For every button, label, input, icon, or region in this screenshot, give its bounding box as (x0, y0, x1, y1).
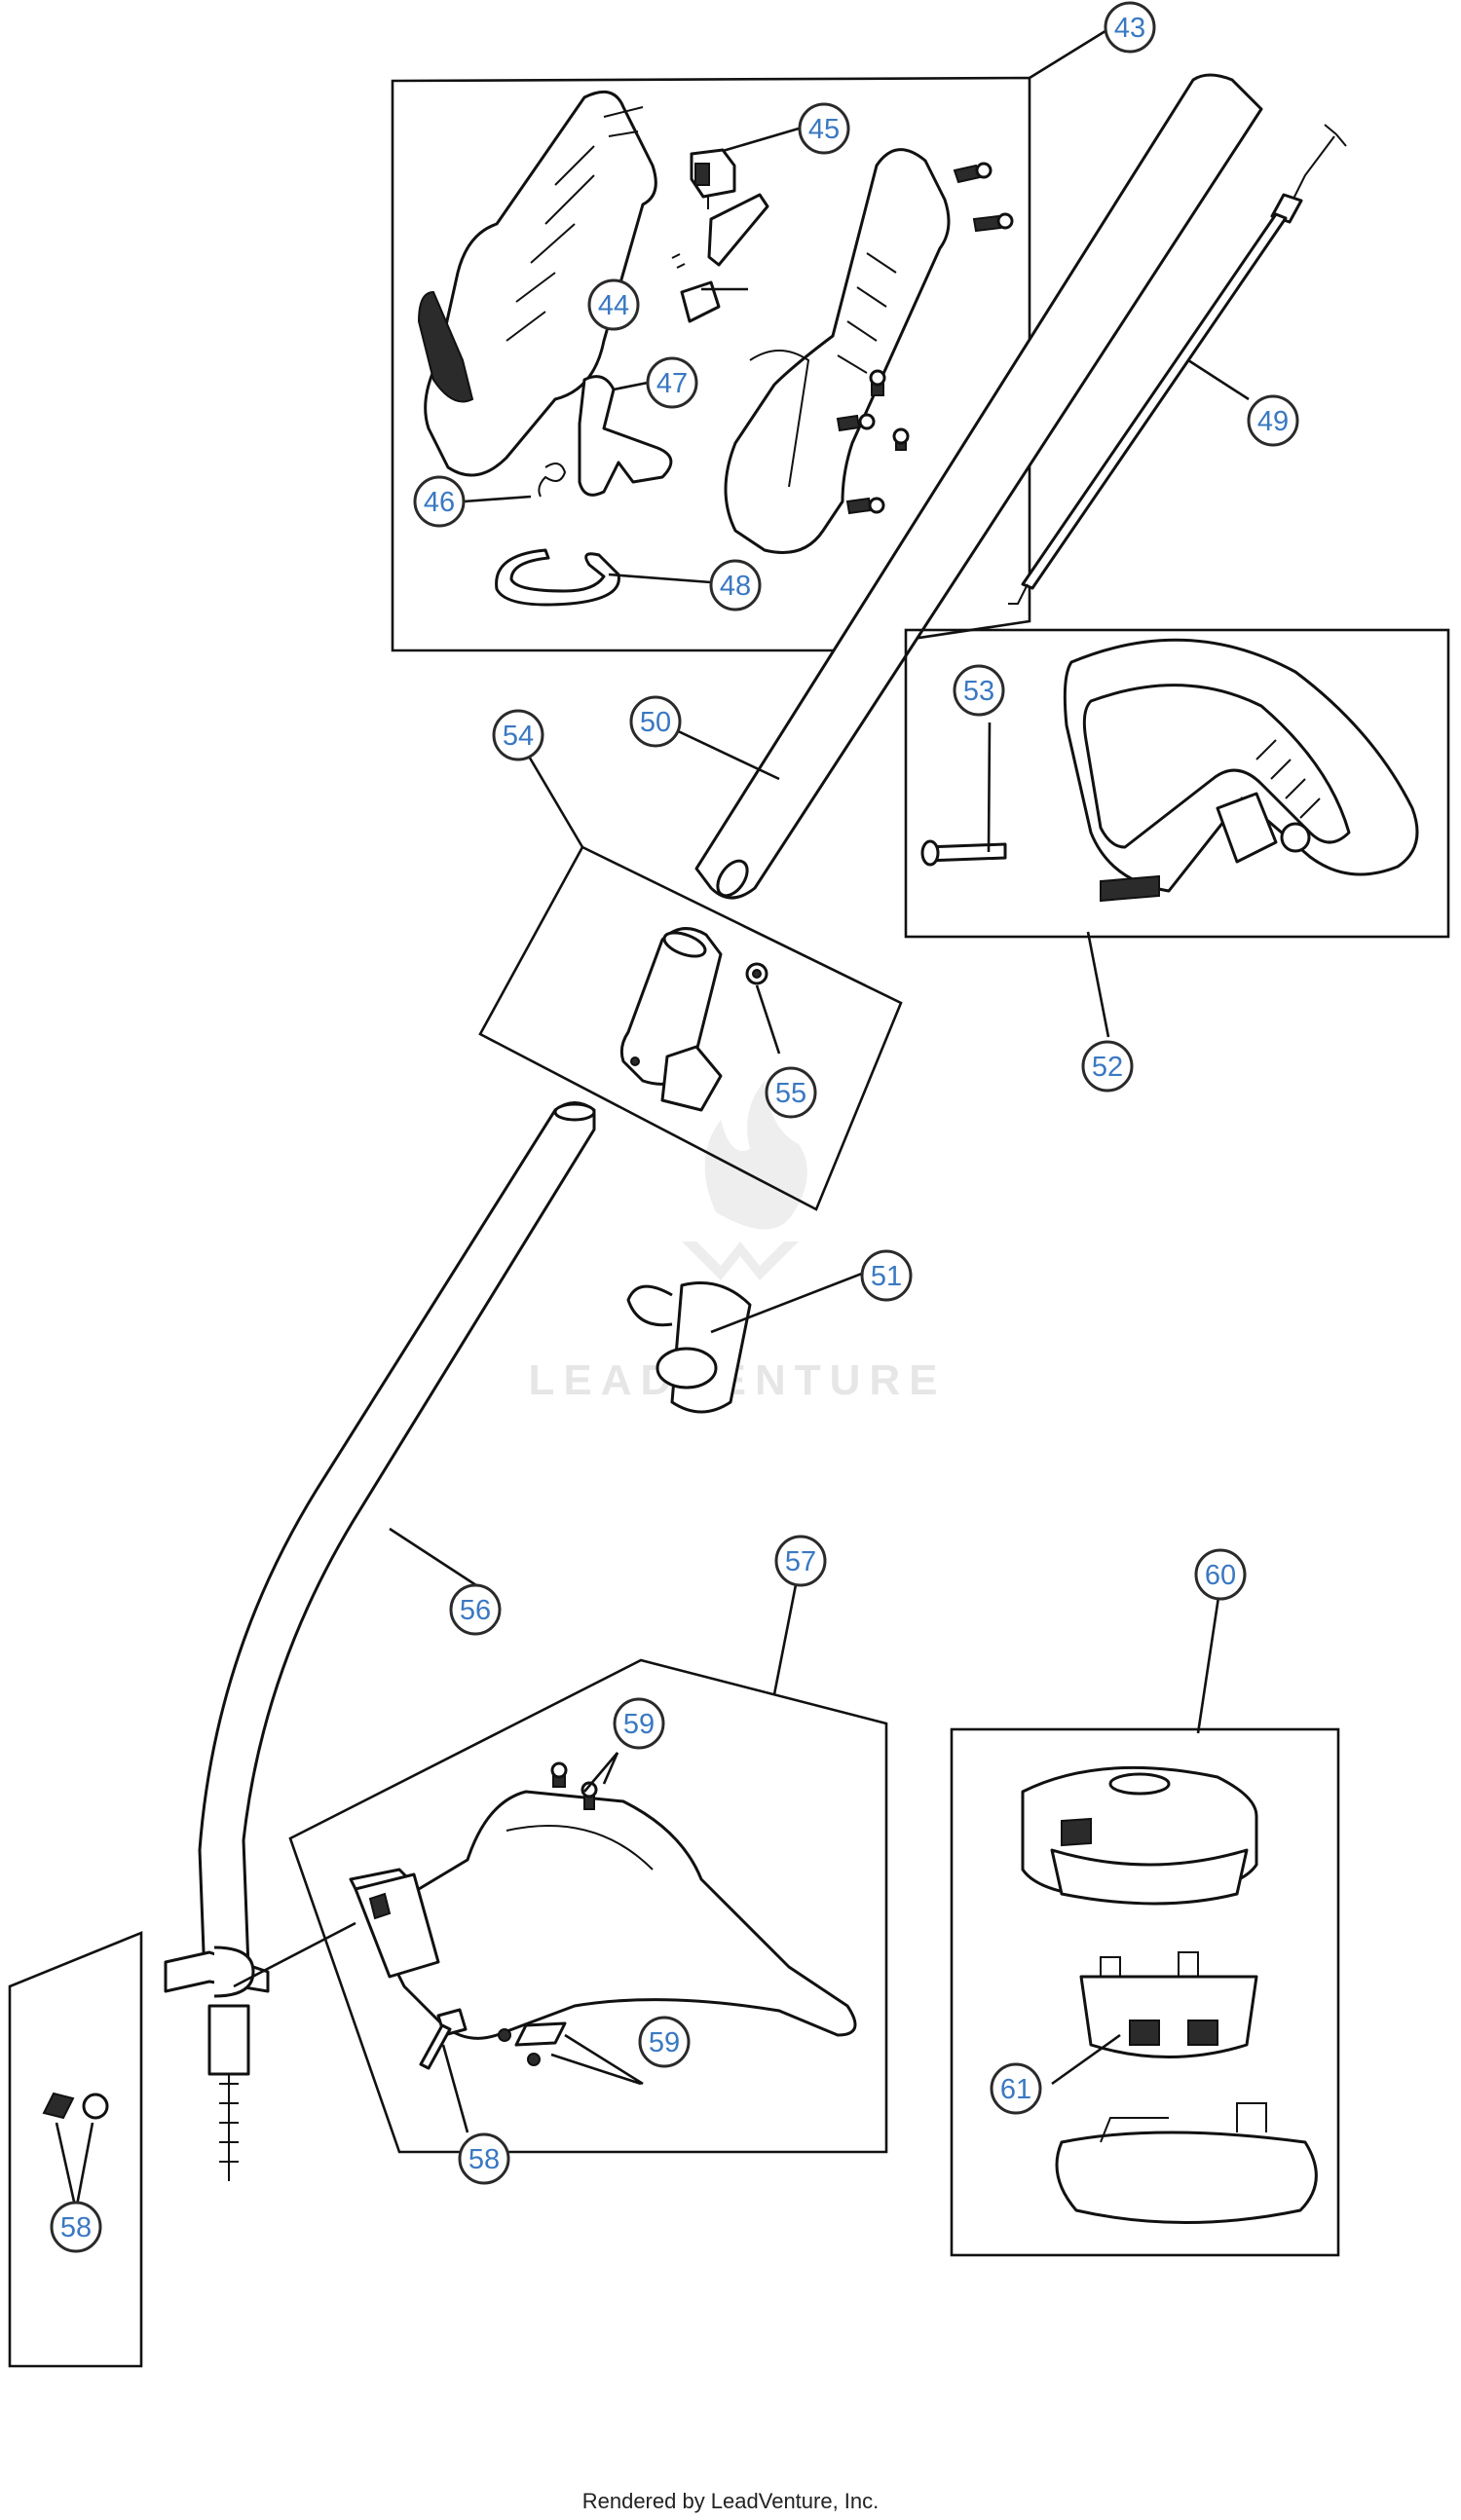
callout-51-label: 51 (871, 1261, 902, 1292)
callout-57: 57 (774, 1535, 827, 1587)
coupler-part (619, 927, 723, 1112)
callout-50: 50 (629, 695, 682, 748)
callout-58-left-label: 58 (60, 2212, 92, 2243)
callout-53-label: 53 (963, 676, 994, 707)
callout-47: 47 (646, 356, 698, 409)
housing-screws (836, 162, 1014, 515)
assist-handle-part (1063, 638, 1419, 903)
callout-43: 43 (1104, 1, 1156, 54)
callout-58-right-label: 58 (468, 2144, 500, 2175)
callout-58-left: 58 (50, 2201, 102, 2253)
callout-52-label: 52 (1092, 1052, 1123, 1083)
trigger-part (578, 375, 673, 497)
coupler-nut-part (745, 962, 768, 985)
render-credit-footer: Rendered by LeadVenture, Inc. (581, 2489, 880, 2513)
clip-ring-part (495, 548, 620, 607)
callout-49-label: 49 (1257, 406, 1289, 437)
debris-guard-part (349, 1790, 857, 2040)
callout-58-right: 58 (458, 2132, 510, 2185)
callout-45-label: 45 (808, 114, 840, 145)
upper-shaft-part (694, 73, 1263, 900)
clamp-box (8, 1931, 143, 2368)
trigger-lock-part (671, 193, 769, 323)
callout-44: 44 (587, 278, 640, 331)
callout-61-label: 61 (1000, 2074, 1031, 2105)
housing-left-half (417, 90, 657, 477)
guard-group-box (288, 1658, 888, 2154)
trimmer-head-cap-part (1021, 1765, 1258, 1906)
callout-53: 53 (953, 664, 1005, 717)
callout-51: 51 (860, 1249, 913, 1302)
head-base-cover-part (1055, 2102, 1318, 2224)
carriage-bolt-part (419, 2008, 468, 2070)
callout-59-bottom: 59 (638, 2016, 691, 2068)
callout-56: 56 (449, 1583, 502, 1636)
callout-59-top: 59 (613, 1697, 665, 1750)
callout-50-label: 50 (640, 707, 671, 738)
lower-shaft-part (198, 1101, 596, 2181)
handle-housing-group-box (391, 76, 1031, 652)
callout-44-label: 44 (598, 290, 629, 321)
callout-59-bottom-label: 59 (649, 2027, 680, 2058)
callout-43-label: 43 (1114, 13, 1145, 44)
callout-52: 52 (1081, 1040, 1134, 1093)
callout-55: 55 (765, 1066, 817, 1119)
shaft-sleeve-part (626, 1281, 752, 1414)
callout-61: 61 (990, 2062, 1042, 2115)
spring-part (538, 463, 567, 498)
callout-46-label: 46 (424, 487, 455, 518)
throttle-cable-part (1008, 124, 1347, 605)
callout-48: 48 (709, 559, 762, 611)
callout-47-label: 47 (656, 368, 688, 399)
callout-55-label: 55 (775, 1078, 806, 1109)
trimmer-head-box (950, 1727, 1340, 2257)
callout-49: 49 (1247, 394, 1299, 447)
switch-part (690, 148, 736, 209)
callout-48-label: 48 (720, 571, 751, 602)
callout-46: 46 (413, 475, 466, 528)
callout-59-top-label: 59 (623, 1709, 655, 1740)
callout-60: 60 (1194, 1548, 1247, 1601)
handle-bolt-part (920, 839, 1007, 867)
leader-lines (55, 27, 1250, 2211)
callout-54: 54 (492, 709, 544, 761)
guard-screws (498, 1761, 598, 2066)
callout-57-label: 57 (785, 1546, 816, 1577)
callout-60-label: 60 (1205, 1560, 1236, 1591)
spool-part (1079, 1951, 1258, 2058)
coupler-group-box (478, 845, 903, 1211)
callout-45: 45 (798, 102, 850, 155)
housing-right-half (724, 148, 951, 554)
callout-54-label: 54 (503, 721, 534, 752)
callout-56-label: 56 (460, 1595, 491, 1626)
assist-handle-box (904, 628, 1450, 939)
